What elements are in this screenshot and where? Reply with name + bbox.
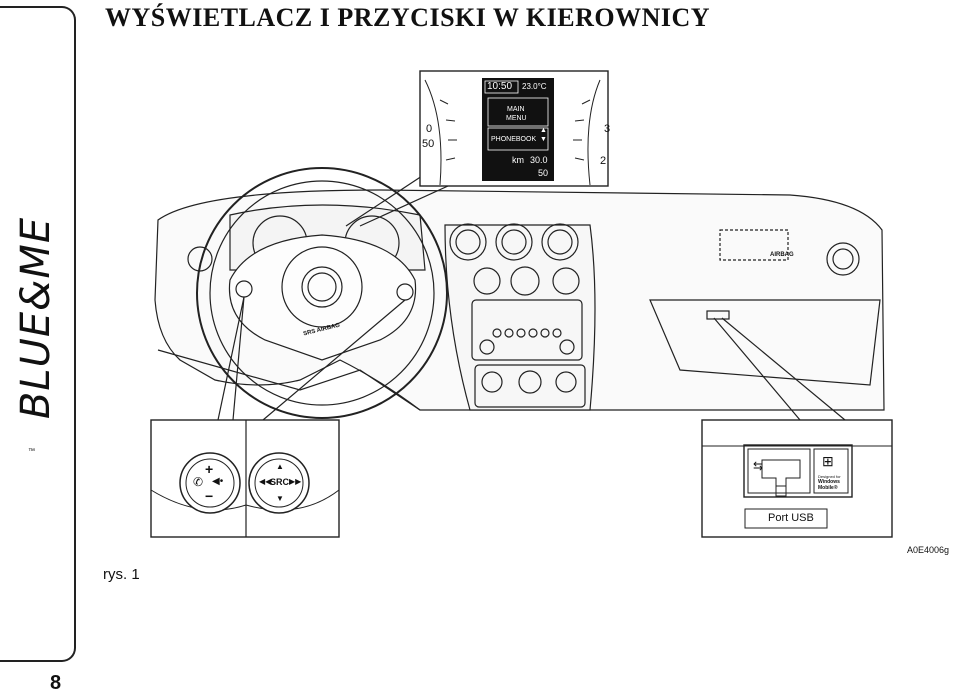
src-button[interactable]: SRC <box>270 477 290 487</box>
windows-logo-icon: ⊞ <box>822 453 834 469</box>
climate-panel <box>474 364 586 408</box>
radio-unit <box>471 299 583 361</box>
volume-plus-button[interactable]: + <box>205 461 214 477</box>
trademark: ™ <box>28 448 35 455</box>
windows-text: Windows <box>818 479 840 485</box>
console-gauges <box>473 266 580 296</box>
brand-logo: BLUE&ME ™ <box>0 198 74 455</box>
down-arrow-icon[interactable]: ▼ <box>276 494 284 503</box>
page-title: WYŚWIETLACZ I PRZYCISKI W KIEROWNICY <box>105 3 711 32</box>
port-label-box <box>744 508 828 529</box>
radio-buttons <box>479 328 575 355</box>
lcd-menu-line1: MAIN <box>507 106 525 113</box>
mute-icon[interactable]: ◀• <box>212 476 224 487</box>
horn-pad <box>281 246 363 328</box>
page-number: 8 <box>50 672 62 694</box>
display-callout <box>419 70 609 187</box>
lcd-phonebook: PHONEBOOK <box>491 136 537 143</box>
dash-airbag-label: AIRBAG <box>770 252 794 258</box>
gauge-label-3: 3 <box>604 123 611 135</box>
lcd-odometer: 30.0 <box>530 155 548 165</box>
gauge-label-2: 2 <box>600 155 607 167</box>
usb-callout <box>701 419 893 538</box>
figure-caption: rys. 1 <box>103 566 140 583</box>
usb-icon: ⇆ <box>753 459 764 473</box>
mobile-text: Mobile® <box>818 485 838 491</box>
glovebox <box>649 299 881 386</box>
phone-icon[interactable]: ✆ <box>193 475 204 489</box>
gauge-label-0: 0 <box>426 123 433 135</box>
lcd-temperature: 23.0°C <box>522 82 547 91</box>
side-tab: BLUE&ME ™ <box>0 6 76 662</box>
up-arrow-icon[interactable]: ▲ <box>276 462 284 471</box>
steering-buttons-callout <box>150 419 340 538</box>
air-vents <box>187 223 860 276</box>
lcd-km-label: km <box>512 155 524 165</box>
lcd-time: 10:50 <box>487 81 513 92</box>
lcd-menu-line2: MENU <box>506 115 527 122</box>
steering-wheel-rim <box>196 167 448 419</box>
lcd-arrow-up-icon: ▲ <box>540 127 547 134</box>
lcd-arrow-down-icon: ▼ <box>540 136 547 143</box>
volume-minus-button[interactable]: − <box>205 488 214 504</box>
figure-code: A0E4006g <box>907 545 950 555</box>
gauge-label-50: 50 <box>422 138 435 150</box>
lcd-speed: 50 <box>538 168 549 178</box>
usb-port-label: Port USB <box>768 512 814 524</box>
designed-for-text: Designed for <box>818 474 841 479</box>
lcd-screen <box>482 78 554 181</box>
steering-wheel-hub <box>228 234 417 361</box>
alfa-badge <box>301 266 343 308</box>
prev-icon[interactable]: ◀◀ <box>259 477 272 486</box>
next-icon[interactable]: ▶▶ <box>289 477 302 486</box>
